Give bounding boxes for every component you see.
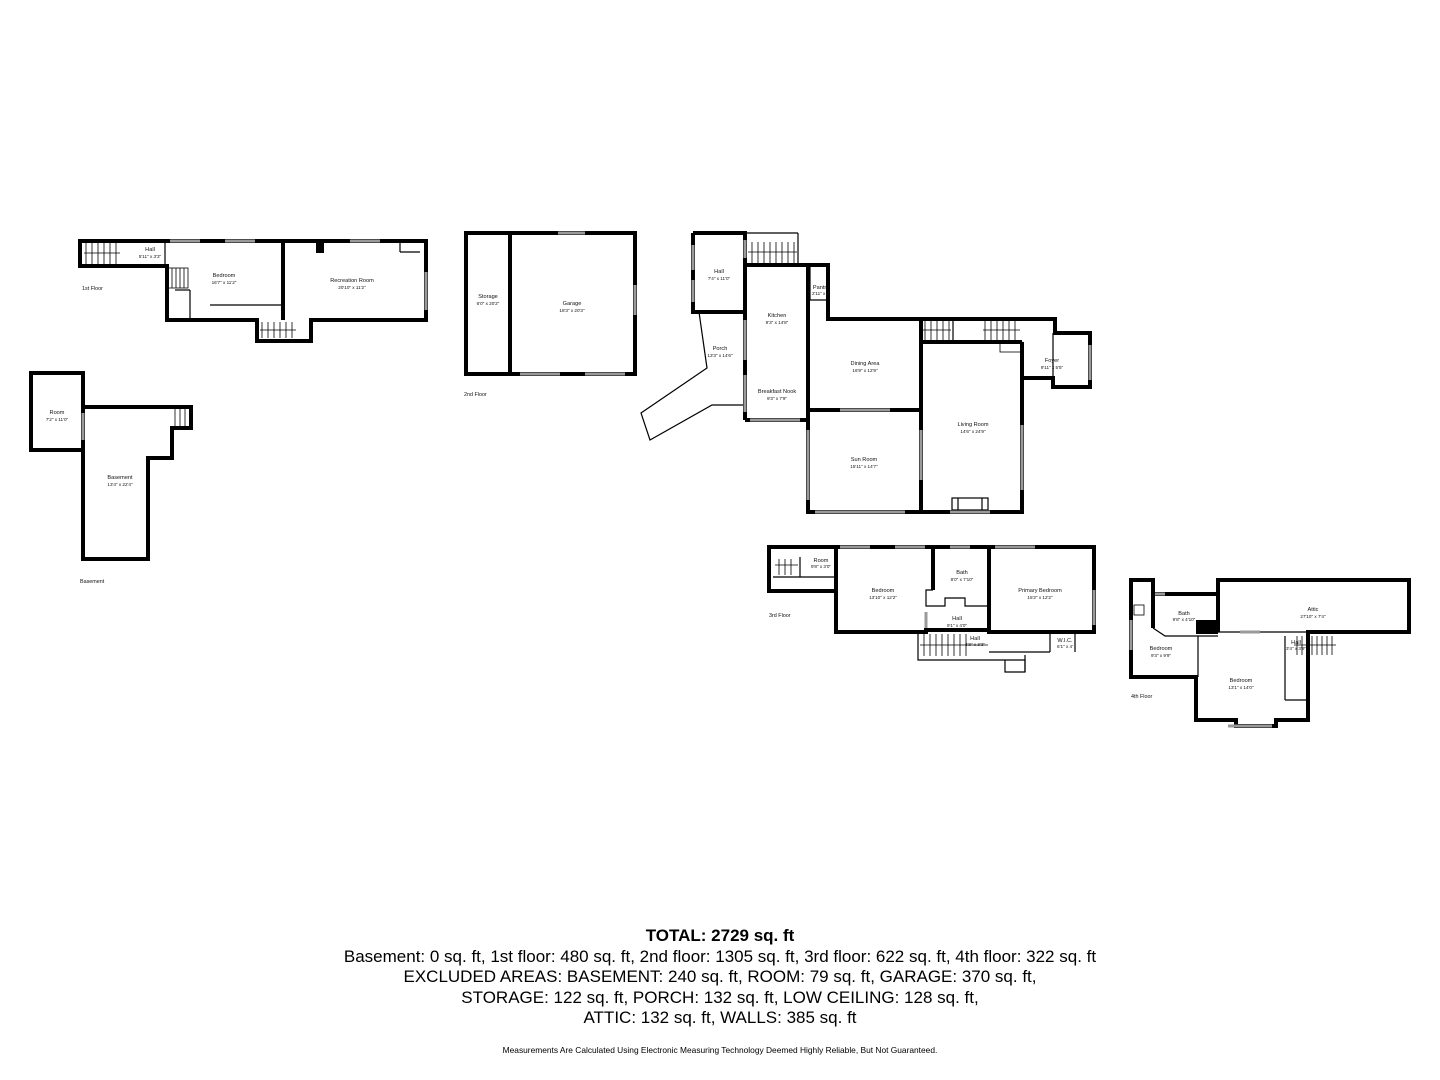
stairs-1st-bottom xyxy=(260,322,296,338)
room-dim: 14'6" x 24'9" xyxy=(960,429,986,434)
room-dim: 20'10" x 11'2" xyxy=(338,285,366,290)
stairs-3rd xyxy=(775,559,988,656)
floor-basement: Room 7'2" x 11'0" Basement 13'4" x 22'4"… xyxy=(29,371,193,585)
stairs-2nd-hall xyxy=(748,242,797,263)
room-dim: 9'3" x 14'8" xyxy=(766,320,789,325)
room-dim: 4'8" x 3'3" xyxy=(965,642,985,647)
area-summary: TOTAL: 2729 sq. ft Basement: 0 sq. ft, 1… xyxy=(0,926,1440,1029)
room-dim: 13'4" x 22'4" xyxy=(107,482,133,487)
floor-2nd-garage: Storage 6'0" x 20'2" Garage 18'3" x 20'3… xyxy=(464,231,637,398)
floor-2nd-main: Hall 7'4" x 11'0" Pantry 2'11" x 3' Kitc… xyxy=(640,231,1092,514)
stairs-basement xyxy=(174,409,191,426)
floor-3rd: Room 9'8" x 3'0" Bedroom 13'10" x 12'2" … xyxy=(767,545,1096,673)
room-dim: 5'11" x 3'3" xyxy=(139,254,162,259)
room-dim: 8'0" x 7'10" xyxy=(951,577,974,582)
room-dim: 6'0" x 20'2" xyxy=(477,301,500,306)
room-dim: 7'2" x 11'0" xyxy=(46,417,69,422)
room-name: Hall xyxy=(952,616,962,622)
room-dim: 13'10" x 12'2" xyxy=(869,595,897,600)
room-name: Living Room xyxy=(957,422,988,428)
room-dim: 13'3" x 14'6" xyxy=(707,353,733,358)
room-name: Room xyxy=(814,558,829,564)
stairs-1st-bedroom xyxy=(167,267,189,289)
room-name: Bedroom xyxy=(1150,646,1173,652)
stairs-4th xyxy=(1133,604,1336,655)
room-name: Bedroom xyxy=(872,588,895,594)
room-name: Room xyxy=(50,410,65,416)
total-area: TOTAL: 2729 sq. ft xyxy=(645,926,795,945)
room-dim: 15'11" x 14'7" xyxy=(850,464,878,469)
room-name: Bedroom xyxy=(213,273,236,279)
room-dim: 9'11" x 5'5" xyxy=(1041,365,1064,370)
excluded-areas-line2: STORAGE: 122 sq. ft, PORCH: 132 sq. ft, … xyxy=(461,987,979,1007)
excluded-areas-line3: ATTIC: 132 sq. ft, WALLS: 385 sq. ft xyxy=(583,1008,857,1028)
room-name: Bath xyxy=(1178,611,1190,617)
room-name: Hall xyxy=(970,636,980,642)
room-name: Pantry xyxy=(813,285,829,291)
excluded-areas-line1: EXCLUDED AREAS: BASEMENT: 240 sq. ft, RO… xyxy=(403,967,1037,987)
room-name: Bath xyxy=(956,570,968,576)
room-name: Storage xyxy=(478,294,498,300)
floor-1st: Hall 5'11" x 3'3" Bedroom 16'7" x 11'2" … xyxy=(78,239,428,343)
floor-label: 4th Floor xyxy=(1131,694,1152,700)
floor-label: 1st Floor xyxy=(82,286,103,292)
room-name: Hall xyxy=(145,247,155,253)
room-dim: 9'1" x 4'0" xyxy=(947,623,967,628)
room-name: Recreation Room xyxy=(330,278,374,284)
stairs-1st-hall xyxy=(84,243,120,264)
floor-4th: Bath 9'8" x 4'10" Attic 27'10" x 7'4" Be… xyxy=(1129,578,1411,728)
floor-label: Basement xyxy=(80,579,105,585)
room-name: Attic xyxy=(1308,607,1319,613)
room-name: Foyer xyxy=(1045,358,1059,364)
room-dim: 3'4" x 3'9" xyxy=(1286,646,1306,651)
room-dim: 9'3" x 7'9" xyxy=(767,396,787,401)
floor-label: 2nd Floor xyxy=(464,392,487,398)
room-name: Basement xyxy=(107,475,133,481)
room-name: Sun Room xyxy=(851,457,878,463)
room-dim: 7'4" x 11'0" xyxy=(708,276,731,281)
room-name: Hall xyxy=(714,269,724,275)
floor-areas: Basement: 0 sq. ft, 1st floor: 480 sq. f… xyxy=(343,946,1097,966)
room-name: W.I.C. xyxy=(1057,638,1073,644)
room-name: Breakfast Nook xyxy=(758,389,796,395)
room-name: Dining Area xyxy=(851,361,881,367)
room-dim: 13'1" x 14'0" xyxy=(1228,685,1254,690)
room-dim: 9'8" x 4'10" xyxy=(1173,617,1196,622)
room-dim: 9'8" x 3'0" xyxy=(811,564,831,569)
disclaimer: Measurements Are Calculated Using Electr… xyxy=(502,1045,938,1055)
room-name: Garage xyxy=(563,301,582,307)
room-dim: 18'3" x 20'3" xyxy=(559,308,585,313)
stairs-2nd-dining xyxy=(923,321,951,340)
room-name: Porch xyxy=(713,346,728,352)
room-name: Hall xyxy=(1291,640,1301,646)
room-dim: 6'1" x 4' xyxy=(1057,644,1073,649)
room-dim: 16'9" x 12'9" xyxy=(852,368,878,373)
room-name: Primary Bedroom xyxy=(1018,588,1062,594)
room-dim: 27'10" x 7'4" xyxy=(1300,614,1326,619)
room-dim: 9'3" x 9'9" xyxy=(1151,653,1171,658)
room-name: Kitchen xyxy=(768,313,787,319)
floor-label: 3rd Floor xyxy=(769,613,791,619)
room-dim: 15'2" x 12'2" xyxy=(1027,595,1053,600)
room-dim: 16'7" x 11'2" xyxy=(212,280,237,285)
room-name: Bedroom xyxy=(1230,678,1253,684)
stairs-2nd-living xyxy=(983,321,1023,353)
room-dim: 2'11" x 3' xyxy=(812,291,830,296)
